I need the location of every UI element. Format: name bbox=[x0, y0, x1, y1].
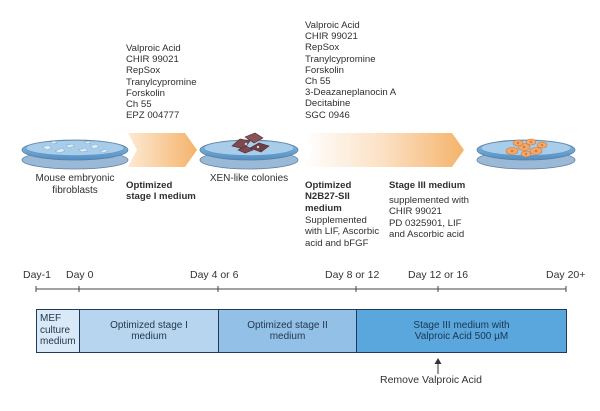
compound-item: Ch 55 bbox=[305, 76, 331, 88]
stage1-medium-box: Optimized stage I medium bbox=[79, 309, 219, 353]
remove-arrow bbox=[434, 358, 442, 374]
stage1-compound-list: Valproic Acid CHIR 99021 RepSox Tranylcy… bbox=[126, 43, 197, 121]
compound-item: Tranylcypromine bbox=[305, 53, 376, 65]
compound-item: Valproic Acid bbox=[305, 20, 360, 31]
xen-colonies-label: XEN-like colonies bbox=[209, 173, 289, 184]
stage3-medium-description: supplemented with CHIR 99021 PD 0325901,… bbox=[389, 195, 469, 240]
stage2-compound-list: Valproic Acid CHIR 99021 RepSox Tranylcy… bbox=[305, 20, 396, 121]
day-label: Day 4 or 6 bbox=[190, 269, 239, 281]
stage2-arrow bbox=[304, 133, 464, 167]
compound-item: Forskolin bbox=[305, 64, 344, 76]
stage3-medium-title: Stage III medium bbox=[389, 180, 466, 191]
compound-item: 3-Deazaneplanocin A bbox=[305, 87, 397, 99]
compound-item: Forskolin bbox=[126, 87, 165, 99]
compound-item: Decitabine bbox=[305, 98, 351, 110]
day-label: Day 20+ bbox=[546, 269, 586, 281]
timeline-ticks bbox=[35, 286, 567, 292]
xen-colony-cells bbox=[231, 132, 270, 154]
day-label: Day-1 bbox=[23, 269, 52, 281]
petri-dish-fibroblasts bbox=[21, 139, 129, 170]
compound-item: CHIR 99021 bbox=[305, 31, 358, 43]
day-label: Day 0 bbox=[66, 269, 94, 281]
day-label: Day 12 or 16 bbox=[408, 269, 469, 281]
compound-item: RepSox bbox=[305, 42, 340, 54]
fibroblast-cells bbox=[41, 140, 109, 154]
day-label: Day 8 or 12 bbox=[325, 269, 380, 281]
compound-item: RepSox bbox=[126, 65, 161, 77]
stage1-arrow bbox=[128, 133, 197, 167]
compound-item: EPZ 004777 bbox=[126, 110, 180, 122]
stage1-medium-label: Optimized stage I medium bbox=[126, 180, 196, 203]
compound-item: Tranylcypromine bbox=[126, 76, 197, 88]
compound-item: CHIR 99021 bbox=[126, 54, 179, 66]
remove-valproic-acid-label: Remove Valproic Acid bbox=[380, 374, 482, 386]
petri-dish-xen bbox=[199, 132, 299, 170]
stage3-medium-box: Stage III medium with Valproic Acid 500 … bbox=[356, 309, 567, 353]
fibroblast-label: Mouse embryonic fibroblasts bbox=[35, 173, 115, 196]
compound-item: Ch 55 bbox=[126, 99, 152, 111]
mef-medium-box: MEF culture medium bbox=[36, 309, 80, 353]
stage2-medium-box: Optimized stage II medium bbox=[218, 309, 357, 353]
compound-item: Valproic Acid bbox=[126, 43, 181, 54]
stage2-medium-description: Supplemented with LIF, Ascorbic acid and… bbox=[305, 215, 380, 249]
compound-item: SGC 0946 bbox=[305, 109, 350, 121]
petri-dish-ipsc bbox=[476, 138, 576, 170]
stage2-medium-title: Optimized N2B27-SII medium bbox=[305, 180, 352, 214]
